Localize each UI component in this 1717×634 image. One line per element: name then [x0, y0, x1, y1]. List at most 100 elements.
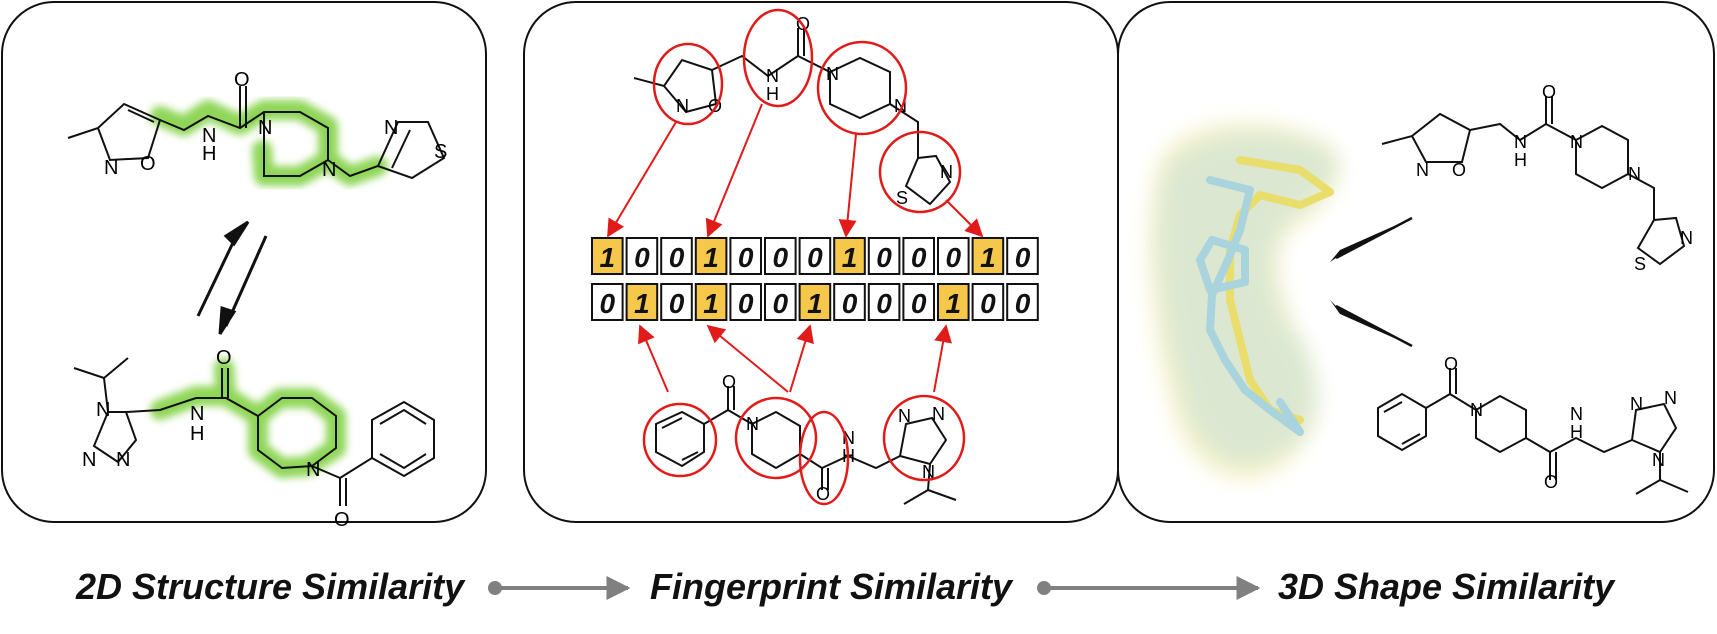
mapping-arrow	[789, 324, 814, 393]
fingerprint-bit-cell	[937, 237, 970, 275]
fingerprint-bit-cell	[1006, 283, 1039, 321]
atom-label: O	[216, 347, 232, 369]
caption-2d-structure-similarity: 2D Structure Similarity	[76, 566, 465, 607]
shape-overlay	[1149, 122, 1339, 480]
atom-label: N	[898, 406, 911, 426]
fingerprint-bit-label: 0	[773, 242, 789, 273]
atom-label: H	[1570, 422, 1583, 442]
fingerprint-bit-cell	[833, 237, 866, 275]
substructure-circle	[734, 396, 818, 480]
fingerprint-bit-cell	[660, 283, 693, 321]
fingerprint-bit-label: 1	[703, 288, 719, 319]
atom-label: N	[922, 462, 935, 482]
fingerprint-bit-cell	[798, 283, 832, 321]
atom-label: O	[1444, 354, 1458, 374]
atom-label: O	[234, 69, 250, 91]
atom-label: O	[334, 509, 350, 531]
atom-label: S	[434, 141, 447, 163]
atom-label: N	[104, 157, 118, 179]
fingerprint-bit-label: 0	[980, 288, 996, 319]
fingerprint-bit-label: 0	[911, 288, 927, 319]
fingerprint-bit-cell	[660, 237, 693, 275]
fingerprint-bit-label: 0	[1015, 242, 1031, 273]
fingerprint-bit-label: 0	[773, 288, 789, 319]
molecule-bottom-3d	[1377, 368, 1689, 495]
atom-label: O	[1544, 472, 1558, 492]
fingerprint-bit-cell	[867, 283, 901, 321]
molecule-top-3d	[1381, 96, 1686, 266]
atom-label: N	[1570, 132, 1583, 152]
fingerprint-bit-cell	[591, 283, 624, 321]
substructure-circle	[798, 410, 850, 506]
fingerprint-bit-cell	[798, 237, 832, 275]
atom-label: N	[384, 117, 398, 139]
mapping-arrow	[838, 133, 857, 238]
atom-label: N	[306, 459, 320, 481]
fingerprint-bit-cell	[1006, 237, 1039, 275]
atom-label: N	[258, 117, 272, 139]
molecule-top-2d: N O N H O N N N S	[67, 69, 447, 186]
panel-frame	[1, 1, 487, 523]
atom-label: N	[82, 449, 96, 471]
caption-fingerprint-similarity: Fingerprint Similarity	[650, 566, 1013, 607]
caption-3d-shape-similarity: 3D Shape Similarity	[1278, 566, 1615, 607]
fingerprint-bit-label: 0	[669, 288, 685, 319]
mapping-arrow	[607, 121, 677, 238]
panel-3d-shape: N O N H O N N N S O N N H O N N N	[1117, 1, 1715, 523]
atom-label: N	[746, 414, 759, 434]
mapping-arrow	[945, 199, 984, 238]
comparison-arrows	[196, 220, 268, 335]
panel-2d-structure: N O N H O N N N S	[1, 1, 487, 531]
atom-label: H	[202, 143, 216, 165]
atom-label: N	[1652, 450, 1665, 470]
atom-label: N	[1470, 400, 1483, 420]
substructure-circle	[652, 42, 724, 126]
atom-label: O	[1452, 160, 1466, 180]
substructure-circle	[742, 8, 814, 108]
fingerprint-bit-label: 1	[842, 242, 858, 273]
atom-label: N	[202, 125, 216, 147]
fingerprint-bit-label: 0	[738, 288, 754, 319]
atom-label: H	[766, 84, 779, 104]
substructure-circle	[882, 394, 966, 482]
substructure-circle	[642, 402, 718, 478]
fingerprint-bit-cell	[902, 283, 936, 321]
fingerprint-bit-label: 0	[876, 242, 892, 273]
fingerprint-bit-cell	[729, 237, 763, 275]
atom-label: S	[896, 188, 908, 208]
atom-label: N	[826, 64, 839, 84]
fingerprint-bit-label: 1	[703, 242, 719, 273]
flow-arrows	[488, 576, 1261, 600]
mapping-arrow	[638, 324, 669, 393]
fingerprint-bit-label: 0	[876, 288, 892, 319]
atom-label: H	[190, 423, 204, 445]
fingerprint-bit-label: 1	[807, 288, 823, 319]
substructure-circle	[816, 40, 908, 136]
atom-label: O	[816, 484, 830, 504]
mapping-arrow	[933, 324, 952, 393]
molecule-bottom-2d: N N N N H O N O	[73, 347, 435, 531]
atom-label: N	[1514, 132, 1527, 152]
atom-label: N	[1416, 160, 1429, 180]
mapping-arrow	[705, 103, 763, 238]
fingerprint-bit-cell	[591, 237, 624, 275]
atom-label: N	[96, 399, 110, 421]
fingerprint-bit-cell	[833, 283, 866, 321]
atom-label: N	[1630, 394, 1643, 414]
fingerprint-bit-cell	[694, 283, 728, 321]
fingerprint-bit-label: 0	[634, 242, 650, 273]
atom-label: N	[932, 404, 945, 424]
fingerprint-bit-label: 1	[980, 242, 996, 273]
atom-label: N	[766, 66, 779, 86]
fingerprint-bit-cell	[625, 237, 659, 275]
fingerprint-bit-cell	[729, 283, 763, 321]
atom-label: N	[190, 403, 204, 425]
fingerprint-bit-cell	[764, 237, 797, 275]
fingerprint-bit-cell	[625, 283, 659, 321]
atom-label: N	[322, 159, 336, 181]
atom-label: N	[1680, 228, 1693, 248]
